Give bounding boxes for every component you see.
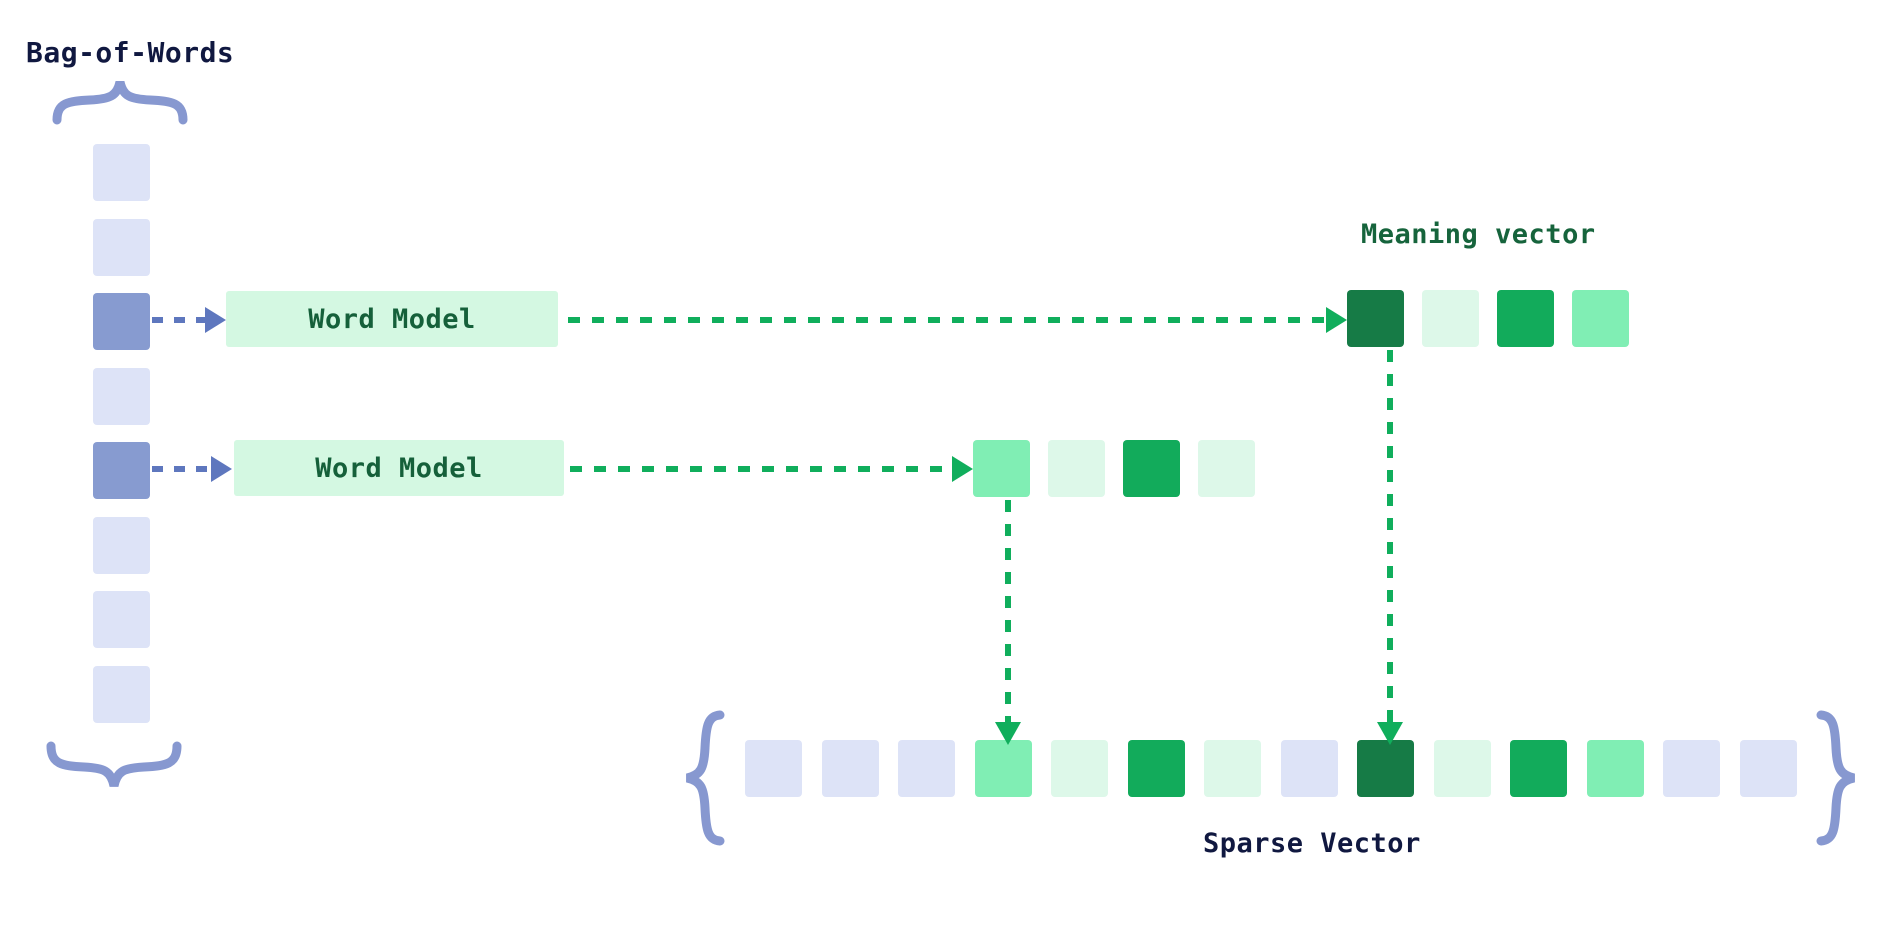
- sparse-cell-0: [745, 740, 802, 797]
- arrowhead-bow-to-model-2: [211, 456, 232, 482]
- bow-cell-6: [93, 591, 150, 648]
- bow-cell-0: [93, 144, 150, 201]
- meaning-vector-title: Meaning vector: [1361, 219, 1596, 250]
- brace-bottom-icon: [46, 741, 182, 788]
- word-model-box-1[interactable]: Word Model: [226, 291, 558, 347]
- meaning-vector-2-cell-2: [1123, 440, 1180, 497]
- arrowhead-bow-to-model-1: [205, 307, 226, 333]
- sparse-cell-7: [1280, 740, 1338, 797]
- bow-cell-2: [93, 293, 150, 350]
- bow-cell-7: [93, 665, 150, 723]
- bow-cell-3: [93, 367, 150, 425]
- bow-cell-1: [93, 218, 150, 276]
- sparse-cell-10: [1510, 740, 1567, 797]
- meaning-vector-1-cell-2: [1497, 290, 1554, 347]
- sparse-cell-2: [898, 740, 955, 797]
- meaning-vector-1-cell-0: [1347, 290, 1404, 347]
- sparse-cell-3: [974, 740, 1032, 797]
- meaning-vector-1-cell-3: [1572, 290, 1629, 347]
- sparse-cell-8: [1357, 740, 1414, 797]
- sparse-vector-title: Sparse Vector: [1203, 828, 1421, 859]
- word-model-box-2[interactable]: Word Model: [234, 440, 564, 496]
- brace-top-icon: [52, 80, 188, 125]
- sparse-cell-4: [1051, 740, 1108, 797]
- bag-of-words-title: Bag-of-Words: [26, 36, 235, 69]
- meaning-vector-1-cell-1: [1422, 290, 1479, 347]
- sparse-cell-5: [1127, 740, 1185, 797]
- arrowhead-model-2-to-meaning-2: [952, 456, 973, 482]
- sparse-cell-6: [1204, 740, 1261, 797]
- sparse-cell-13: [1739, 740, 1797, 797]
- brace-sparse-right-icon: [1816, 710, 1856, 846]
- bow-cell-5: [93, 516, 150, 574]
- arrowhead-model-1-to-meaning-1: [1326, 307, 1347, 333]
- brace-sparse-left-icon: [685, 710, 725, 846]
- sparse-cell-11: [1586, 740, 1644, 797]
- bow-cell-4: [93, 442, 150, 499]
- sparse-cell-12: [1663, 740, 1720, 797]
- sparse-cell-1: [821, 740, 879, 797]
- sparse-cell-9: [1433, 740, 1491, 797]
- meaning-vector-2-cell-0: [973, 440, 1030, 497]
- meaning-vector-2-cell-3: [1198, 440, 1255, 497]
- meaning-vector-2-cell-1: [1048, 440, 1105, 497]
